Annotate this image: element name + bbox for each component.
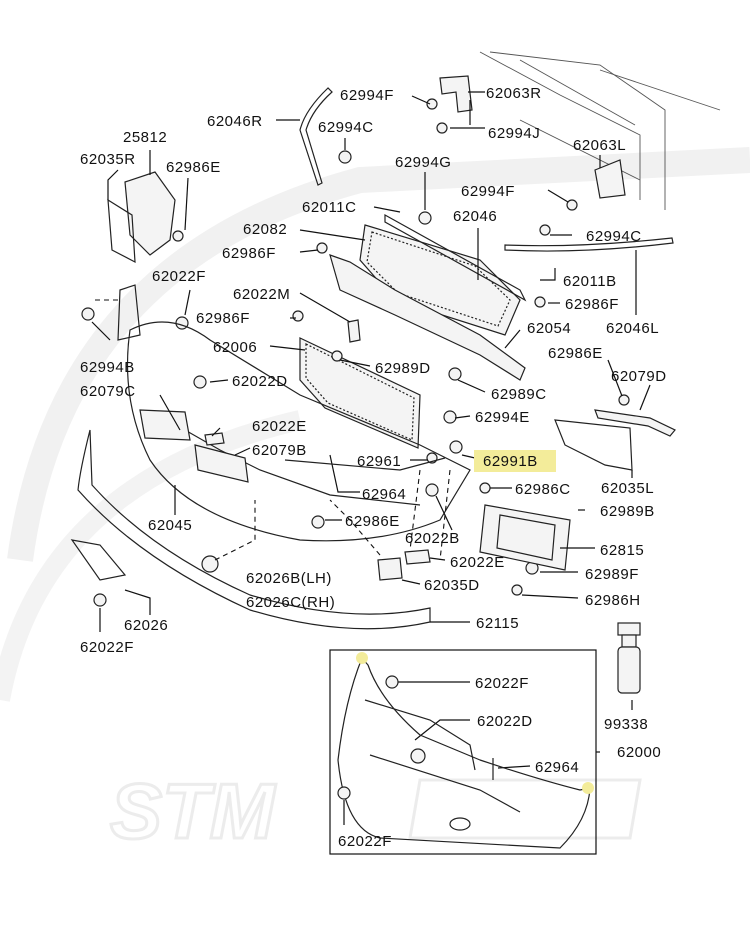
moulding-62046R [299, 87, 333, 186]
label-62989B: 62989B [600, 503, 655, 520]
label-62991B: 62991B [483, 453, 538, 470]
label-62046R: 62046R [207, 113, 263, 130]
bracket-62063R [426, 75, 473, 134]
assembly-lines [95, 299, 451, 561]
bracket-62063L [539, 159, 626, 236]
label-62022F-d: 62022F [338, 833, 392, 850]
label-62115: 62115 [476, 615, 519, 632]
label-62035L: 62035L [601, 480, 654, 497]
touchup-paint-99338 [617, 622, 641, 694]
label-62994G: 62994G [395, 154, 451, 171]
label-62006: 62006 [213, 339, 257, 356]
label-62022M: 62022M [233, 286, 290, 303]
label-62022E-b: 62022E [450, 554, 505, 571]
label-62964-b: 62964 [535, 759, 579, 776]
label-62986F-b: 62986F [196, 310, 250, 327]
label-62989D: 62989D [375, 360, 431, 377]
label-62022F-c: 62022F [475, 675, 529, 692]
label-62994C-b: 62994C [586, 228, 642, 245]
label-62994J: 62994J [488, 125, 540, 142]
label-62022F-b: 62022F [80, 639, 134, 656]
label-62026: 62026 [124, 617, 168, 634]
bumper-cover-62045 [117, 284, 471, 542]
label-62035R: 62035R [80, 151, 136, 168]
label-62063L: 62063L [573, 137, 626, 154]
label-62986F-a: 62986F [222, 245, 276, 262]
label-62986E-a: 62986E [166, 159, 221, 176]
label-62986E-b: 62986E [548, 345, 603, 362]
watermark: STM [0, 147, 750, 857]
label-62986F-c: 62986F [565, 296, 619, 313]
label-62994E: 62994E [475, 409, 530, 426]
moulding-62046L [504, 237, 674, 252]
label-62986H: 62986H [585, 592, 641, 609]
wire-62964 [284, 457, 446, 471]
leader-lines [91, 91, 651, 825]
label-25812: 25812 [123, 129, 167, 146]
label-62000: 62000 [617, 744, 661, 761]
label-62022B: 62022B [405, 530, 460, 547]
label-62046: 62046 [453, 208, 497, 225]
label-62011B: 62011B [563, 273, 617, 290]
label-62994C-a: 62994C [318, 119, 374, 136]
fasteners [81, 150, 630, 607]
label-62989C: 62989C [491, 386, 547, 403]
label-62022F-a: 62022F [152, 268, 206, 285]
watermark-text: STM [110, 767, 277, 855]
highlight-62991B [474, 450, 556, 472]
label-62022D-a: 62022D [232, 373, 288, 390]
lower-lip-62115 [70, 429, 431, 630]
label-62079B: 62079B [252, 442, 307, 459]
label-62035D: 62035D [424, 577, 480, 594]
label-62994B: 62994B [80, 359, 135, 376]
label-62082: 62082 [243, 221, 287, 238]
label-62046L: 62046L [606, 320, 659, 337]
label-62022E-a: 62022E [252, 418, 307, 435]
clip-62022E-a [204, 432, 225, 446]
label-62026C: 62026C(RH) [246, 594, 335, 611]
label-62079D: 62079D [611, 368, 667, 385]
label-62011C: 62011C [302, 199, 356, 216]
label-62961: 62961 [357, 453, 401, 470]
label-99338: 99338 [604, 716, 648, 733]
reinforcement-62054 [329, 254, 526, 381]
spacer-62022M [347, 319, 361, 343]
clip-62035D [377, 557, 403, 581]
bracket-62079D [594, 409, 676, 437]
label-62964-a: 62964 [362, 486, 406, 503]
license-bracket-62815 [479, 504, 571, 571]
label-62079C: 62079C [80, 383, 136, 400]
upper-grille-62082 [359, 213, 527, 336]
label-62054: 62054 [527, 320, 571, 337]
lower-grille-62006 [299, 337, 421, 449]
label-62026B: 62026B(LH) [246, 570, 332, 587]
bracket-62035L [554, 419, 633, 471]
side-bracket-25812 [107, 171, 184, 264]
label-62989F: 62989F [585, 566, 639, 583]
part-labels: 62994F 62063R 62046R 62994C 62994J 25812… [80, 85, 667, 850]
inset-bumper-assembly [329, 649, 600, 855]
label-62986C: 62986C [515, 481, 571, 498]
label-62994F-b: 62994F [461, 183, 515, 200]
clip-62022E-b [404, 549, 431, 565]
label-62815: 62815 [600, 542, 644, 559]
label-62045: 62045 [148, 517, 192, 534]
label-62986E-c: 62986E [345, 513, 400, 530]
label-62994F-a: 62994F [340, 87, 394, 104]
label-62022D-b: 62022D [477, 713, 533, 730]
label-62063R: 62063R [486, 85, 542, 102]
